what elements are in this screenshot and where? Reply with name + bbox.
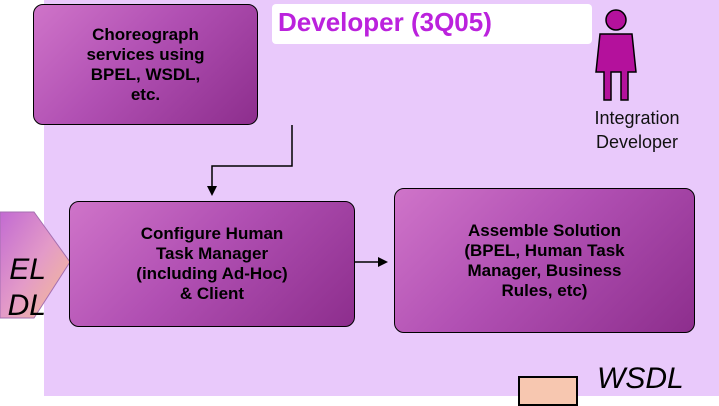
choreograph-services-box[interactable]: Choreograph services using BPEL, WSDL, e…	[33, 4, 258, 125]
left-artifact-label: EL DL	[7, 253, 46, 322]
left-artifact-chevron	[0, 211, 71, 319]
diagram-title: Developer (3Q05)	[272, 4, 592, 44]
configure-human-task-manager-box[interactable]: Configure Human Task Manager (including …	[69, 201, 355, 327]
assemble-solution-box[interactable]: Assemble Solution (BPEL, Human Task Mana…	[394, 188, 695, 333]
person-icon	[595, 9, 637, 101]
connector-choreograph-to-configure	[207, 125, 293, 196]
integration-developer-label: Integration Developer	[594, 108, 680, 152]
wsdl-legend-label: WSDL	[597, 362, 684, 395]
connectors-layer	[0, 9, 637, 319]
wsdl-legend-swatch	[518, 376, 578, 406]
